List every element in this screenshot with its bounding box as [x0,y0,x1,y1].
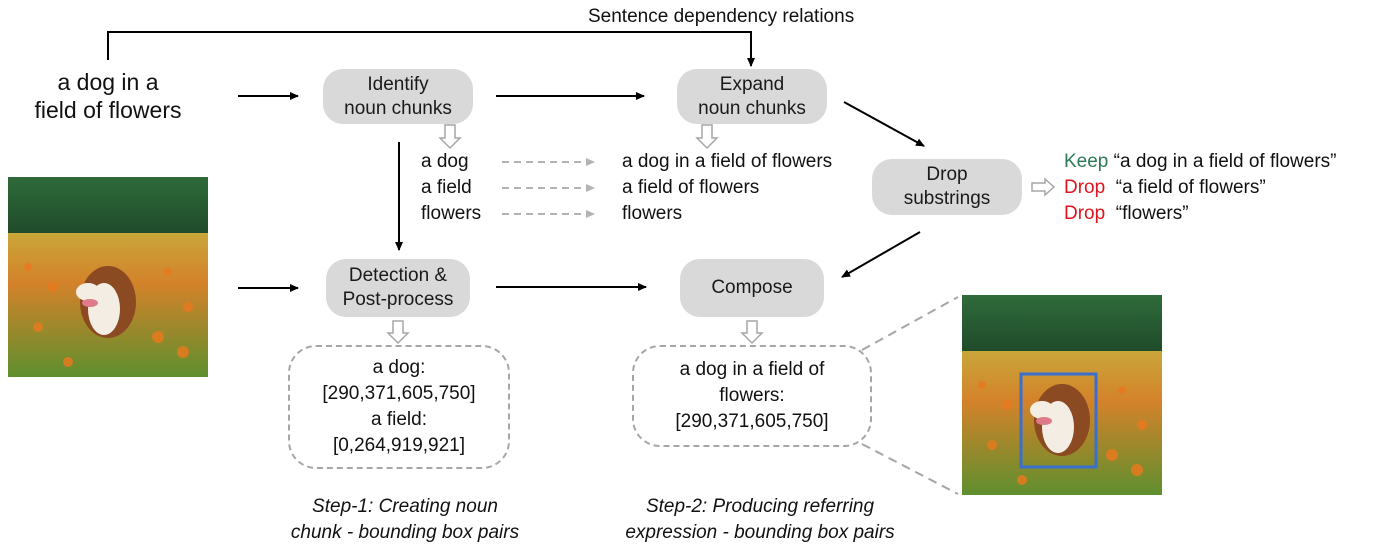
node-label: Detection & [348,265,448,286]
output-line: flowers: [719,385,785,406]
zoom-line-top [861,296,959,351]
hollow-down-arrow-compose [740,320,764,345]
hollow-down-arrow-expand [695,124,719,150]
input-sentence-line-2: field of flowers [34,97,182,123]
input-sentence: a dog in a field of flowers [28,68,188,124]
node-label: Expand [719,73,785,95]
node-label: substrings [903,188,991,209]
node-label: Post-process [342,289,454,310]
expanded-chunk: flowers [622,203,683,224]
dependency-arrow [107,31,755,67]
node-label: noun chunks [698,97,806,119]
output-photo [962,295,1162,495]
zoom-line-bottom [861,443,959,495]
hollow-right-arrow-drop [1031,177,1056,197]
output-line: a dog: [372,357,426,378]
output-line: [290,371,605,750] [675,411,829,432]
dog-field-image [8,177,208,377]
node-compose: Compose [680,259,824,317]
bounding-box [1019,372,1098,469]
noun-chunk: a field [421,177,472,198]
output-line: a dog in a field of [679,359,825,380]
node-detection-post-process: Detection & Post-process [326,259,470,317]
decision-action: Keep [1064,151,1109,172]
node-label: Drop [926,164,968,185]
caption-line: Step-1: Creating noun [312,496,498,517]
caption-line: Step-2: Producing referring [645,496,875,517]
input-photo [8,177,208,377]
dog-field-image-with-bbox [962,295,1162,495]
hollow-down-arrow-identify [438,124,462,150]
decision-text: “a field of flowers” [1115,177,1266,198]
arrow-expand-drop [843,101,925,147]
noun-chunks-list: a dog a field flowers [421,149,481,227]
output-line: [290,371,605,750] [322,383,476,404]
decision-action: Drop [1064,203,1106,224]
expanded-chunks-list: a dog in a field of flowers a field of f… [622,149,832,227]
caption-line: chunk - bounding box pairs [290,522,520,543]
dependency-label: Sentence dependency relations [588,6,855,27]
node-drop-substrings: Drop substrings [872,159,1022,215]
expanded-chunk: a field of flowers [622,177,760,198]
step1-output-box: a dog: [290,371,605,750] a field: [0,264… [288,345,510,469]
step2-output-box: a dog in a field of flowers: [290,371,60… [632,345,872,447]
caption-step1: Step-1: Creating noun chunk - bounding b… [250,494,560,546]
decisions-list: Keep “a dog in a field of flowers” Drop … [1064,149,1337,227]
decision-row: Drop “flowers” [1064,201,1337,227]
caption-step2: Step-2: Producing referring expression -… [590,494,930,546]
decision-row: Drop “a field of flowers” [1064,175,1337,201]
output-line: [0,264,919,921] [332,435,466,456]
expanded-chunk: a dog in a field of flowers [622,151,833,172]
decision-action: Drop [1064,177,1106,198]
noun-chunk: flowers [421,203,482,224]
node-label: noun chunks [344,97,452,119]
output-line: a field: [371,409,427,430]
decision-text: “flowers” [1115,203,1189,224]
input-sentence-line-1: a dog in a [57,69,159,95]
arrow-drop-compose [841,231,921,278]
caption-line: expression - bounding box pairs [625,522,895,543]
decision-row: Keep “a dog in a field of flowers” [1064,149,1337,175]
node-label: Identify [367,73,429,95]
decision-text: “a dog in a field of flowers” [1113,151,1337,172]
noun-chunk: a dog [421,151,469,172]
hollow-down-arrow-detection [386,320,410,345]
node-label: Compose [711,277,793,298]
